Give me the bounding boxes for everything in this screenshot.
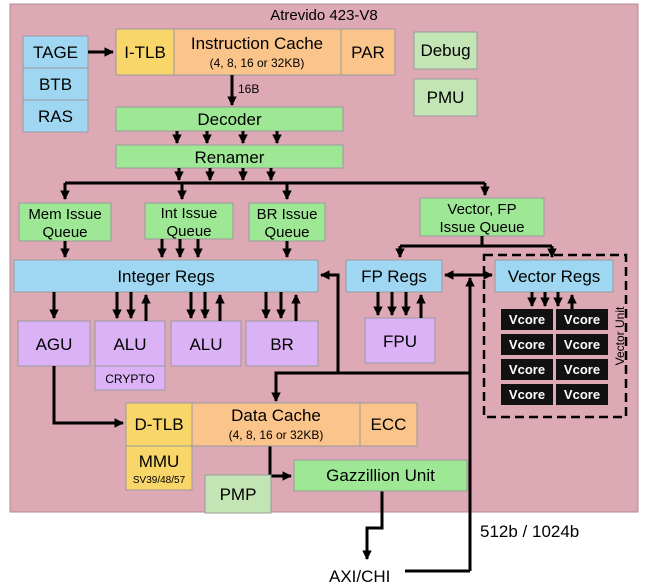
int-queue-line1: Int Issue <box>161 205 218 222</box>
vcore-block <box>556 359 608 380</box>
alu-2-label: ALU <box>189 335 222 354</box>
vcore-label: Vcore <box>564 387 600 402</box>
ras-block <box>22 99 89 133</box>
br-issue-queue <box>248 202 326 242</box>
vector-unit-frame <box>482 253 628 419</box>
mmu-modes: SV39/48/57 <box>133 475 186 486</box>
core-title: Atrevido 423-V8 <box>270 7 378 24</box>
mmu-label: MMU <box>139 452 180 471</box>
decoder-block <box>115 106 344 132</box>
dtlb-block <box>125 402 193 447</box>
agu-label: AGU <box>36 335 73 354</box>
integer-regs-label: Integer Regs <box>117 267 214 286</box>
alu-2-block <box>170 320 242 367</box>
renamer-block <box>115 144 344 169</box>
ras-label: RAS <box>38 107 73 126</box>
int-queue-line2: Queue <box>166 223 211 240</box>
pmu-block <box>413 78 478 117</box>
pmp-label: PMP <box>220 485 257 504</box>
vec-queue-line2: Issue Queue <box>439 219 524 236</box>
itlb-label: I-TLB <box>124 43 166 62</box>
axi-chi-label: AXI/CHI <box>329 567 390 586</box>
renamer-label: Renamer <box>195 148 265 167</box>
br-unit-label: BR <box>270 335 294 354</box>
br-unit-block <box>245 320 319 367</box>
to-data-cache-arrow <box>271 371 470 402</box>
vcore-block <box>556 309 608 330</box>
pmu-label: PMU <box>427 88 465 107</box>
vcore-block <box>501 309 553 330</box>
dcache-title: Data Cache <box>231 406 321 425</box>
vcore-block <box>501 359 553 380</box>
fp-regs <box>345 259 443 293</box>
fp-regs-label: FP Regs <box>361 267 427 286</box>
agu-block <box>17 320 91 367</box>
vcore-block <box>556 334 608 355</box>
vcore-label: Vcore <box>564 337 600 352</box>
mem-queue-line1: Mem Issue <box>28 206 101 223</box>
crypto-block <box>94 365 166 391</box>
alu-1-label: ALU <box>113 335 146 354</box>
mem-queue-line2: Queue <box>42 224 87 241</box>
bus-width-label: 512b / 1024b <box>480 522 579 541</box>
vcore-block <box>556 384 608 405</box>
vec-queue-line1: Vector, FP <box>447 201 516 218</box>
vector-unit-label: Vector Unit <box>613 306 627 365</box>
gazzillion-to-axi-arrow <box>362 491 384 560</box>
vcore-label: Vcore <box>509 312 545 327</box>
debug-block <box>413 31 478 70</box>
vector-fp-issue-queue <box>419 197 545 237</box>
itlb-block <box>115 28 175 76</box>
br-queue-line2: Queue <box>264 224 309 241</box>
ecc-block <box>359 402 418 447</box>
int-issue-queue <box>144 202 234 240</box>
dcache-sizes: (4, 8, 16 or 32KB) <box>229 428 324 442</box>
tage-label: TAGE <box>33 43 78 62</box>
par-label: PAR <box>351 43 385 62</box>
integer-regs <box>13 259 319 293</box>
gazzillion-unit <box>293 459 468 492</box>
vcore-label: Vcore <box>564 362 600 377</box>
alu-1-block <box>94 320 166 367</box>
vector-regs-label: Vector Regs <box>508 267 601 286</box>
vcore-block <box>501 334 553 355</box>
tage-block <box>22 35 89 69</box>
icache-title: Instruction Cache <box>191 34 323 53</box>
decoder-label: Decoder <box>197 110 262 129</box>
vcore-grid: Vcore Vcore Vcore Vcore Vcore Vcore Vcor… <box>501 309 608 405</box>
dcache-block <box>191 402 361 447</box>
debug-label: Debug <box>420 41 470 60</box>
crypto-label: CRYPTO <box>105 372 155 386</box>
btb-label: BTB <box>39 75 72 94</box>
fpu-label: FPU <box>383 332 417 351</box>
fetch-width-label: 16B <box>238 82 259 96</box>
gazzillion-label: Gazzillion Unit <box>326 466 435 485</box>
vector-regs <box>494 259 614 293</box>
pmp-block <box>204 474 272 514</box>
icache-sizes: (4, 8, 16 or 32KB) <box>210 56 305 70</box>
par-block <box>340 28 396 76</box>
vcore-label: Vcore <box>509 337 545 352</box>
vcore-label: Vcore <box>509 387 545 402</box>
icache-block <box>173 28 342 76</box>
mem-issue-queue <box>18 202 112 242</box>
fpu-block <box>364 317 436 364</box>
mmu-block <box>125 445 193 491</box>
vcore-label: Vcore <box>564 312 600 327</box>
vcore-label: Vcore <box>509 362 545 377</box>
br-queue-line1: BR Issue <box>257 206 318 223</box>
agu-to-dtlb-arrow <box>52 366 124 428</box>
dtlb-label: D-TLB <box>134 415 183 434</box>
load-to-integer-regs-arrow <box>320 270 340 373</box>
vcore-block <box>501 384 553 405</box>
ecc-label: ECC <box>371 415 407 434</box>
